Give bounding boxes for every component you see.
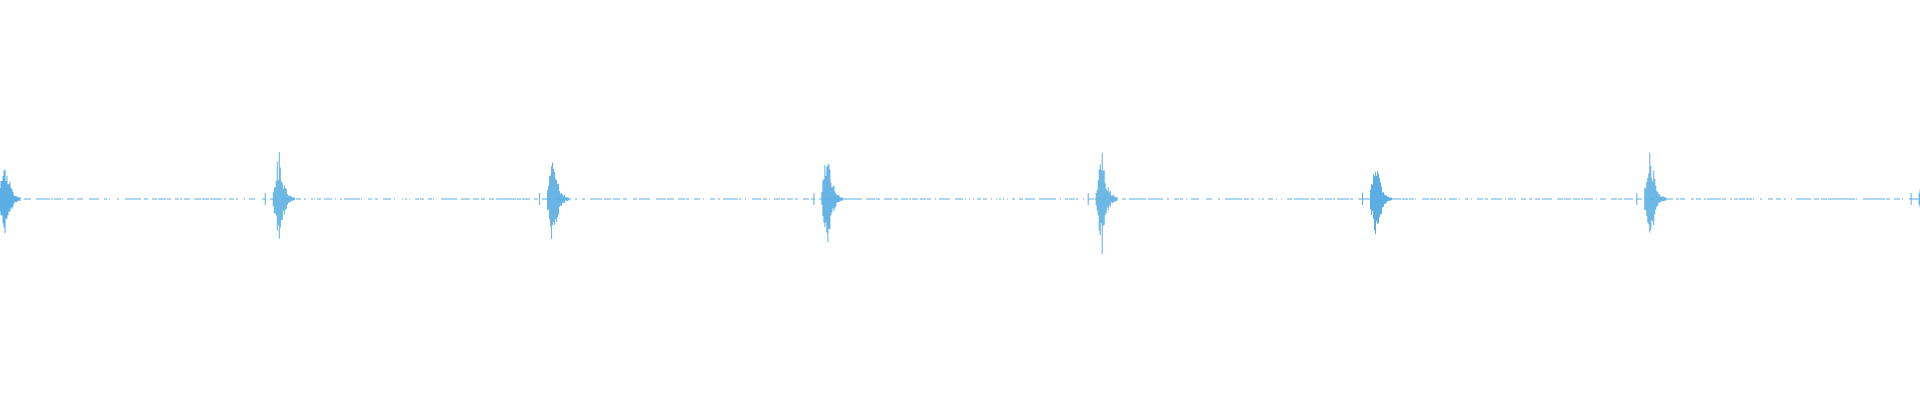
waveform-pulse (1087, 152, 1118, 255)
waveform-pulse (1362, 171, 1392, 235)
waveform-pulse (539, 162, 570, 239)
waveform-pulse (264, 151, 295, 239)
waveform-pulses (0, 151, 1920, 255)
waveform-pulse (813, 163, 844, 243)
waveform-pulse (1910, 189, 1920, 208)
waveform-pulse (1636, 152, 1667, 233)
waveform-pulse (0, 169, 21, 234)
